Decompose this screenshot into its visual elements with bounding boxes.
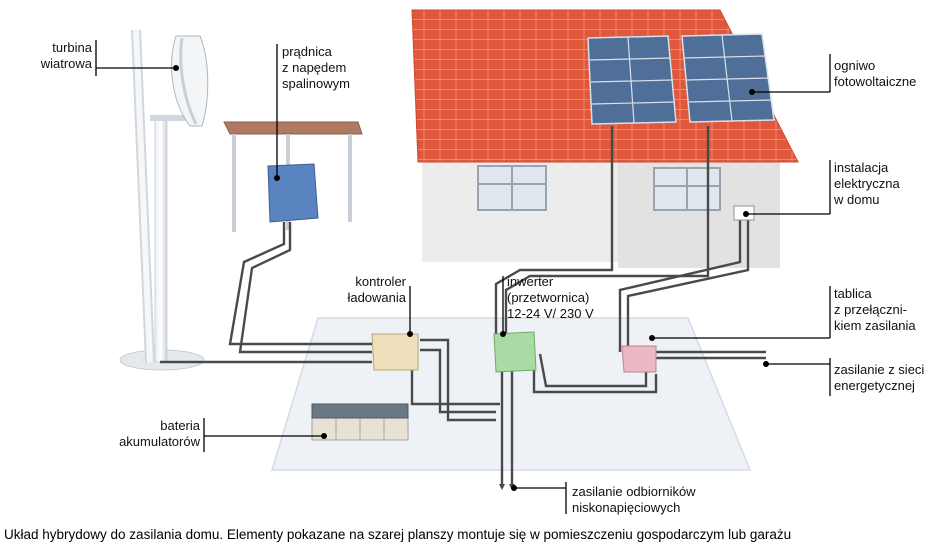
switchboard-box: [621, 345, 657, 373]
battery-bank: [311, 403, 409, 441]
label-low-voltage: zasilanie odbiorników niskonapięciowych: [572, 484, 696, 515]
figure-caption: Układ hybrydowy do zasilania domu. Eleme…: [4, 527, 792, 542]
label-grid: zasilanie z sieci energetycznej: [834, 362, 925, 393]
cables: [160, 126, 766, 488]
inverter-box: [493, 331, 537, 373]
charge-controller-box: [371, 333, 419, 371]
generator-shed: [223, 121, 363, 232]
label-house-install: instalacja elektryczna w domu: [834, 160, 900, 207]
label-pv: ogniwo fotowoltaiczne: [834, 58, 917, 89]
label-turbine: turbina wiatrowa: [40, 40, 92, 71]
wind-turbine: [119, 29, 209, 371]
label-controller: kontroler ładowania: [347, 274, 406, 305]
label-switchboard: tablica z przełączni- kiem zasilania: [834, 286, 916, 333]
label-inverter: inwerter (przetwornica) 12-24 V/ 230 V: [507, 274, 594, 321]
label-generator: prądnica z napędem spalinowym: [282, 44, 350, 91]
solar-panels: [587, 33, 775, 125]
label-battery: bateria akumulatorów: [119, 418, 200, 449]
callout-lines: [95, 40, 831, 514]
